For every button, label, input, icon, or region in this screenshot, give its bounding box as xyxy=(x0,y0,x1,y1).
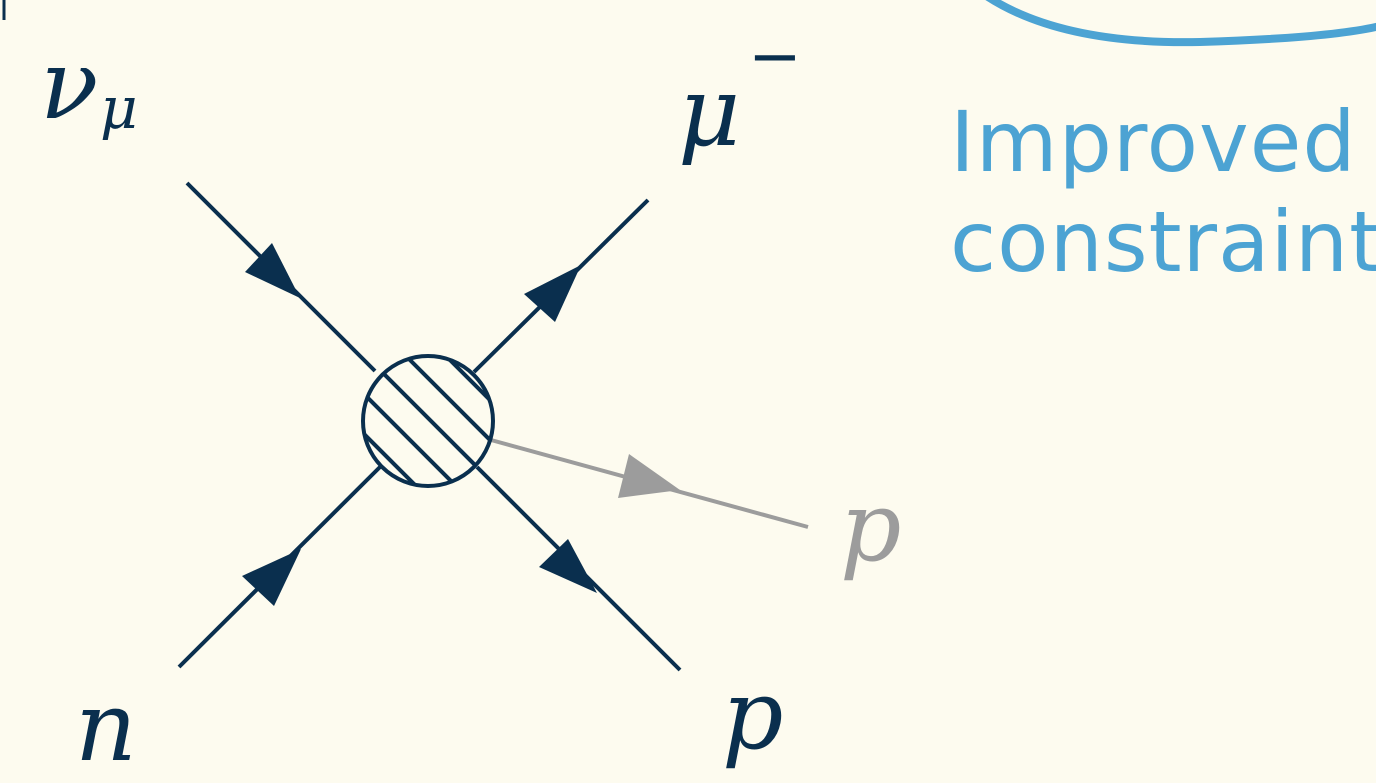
label-proton: p xyxy=(722,659,783,771)
label-extra-proton: p xyxy=(840,471,901,583)
vertex-blob xyxy=(361,354,495,488)
label-neutrino-subscript: μ xyxy=(100,74,138,142)
vertex-blob-fill xyxy=(363,356,493,486)
neutron-arrow xyxy=(242,549,301,606)
label-neutron: n xyxy=(75,671,137,783)
label-neutrino: ν xyxy=(40,29,98,141)
neutrino-arrow xyxy=(245,243,300,298)
caption: Improved constraints xyxy=(950,92,1376,292)
accent-arc xyxy=(985,0,1376,47)
caption-line-1: Improved xyxy=(950,93,1357,191)
label-muon: μ xyxy=(678,56,740,168)
proton-arrow xyxy=(539,539,597,593)
extra-proton-arrow xyxy=(618,454,680,498)
muon-arrow xyxy=(524,265,581,322)
label-muon-superscript: − xyxy=(748,20,802,94)
caption-line-2: constraints xyxy=(950,193,1376,291)
vertex-hatching xyxy=(363,356,493,486)
